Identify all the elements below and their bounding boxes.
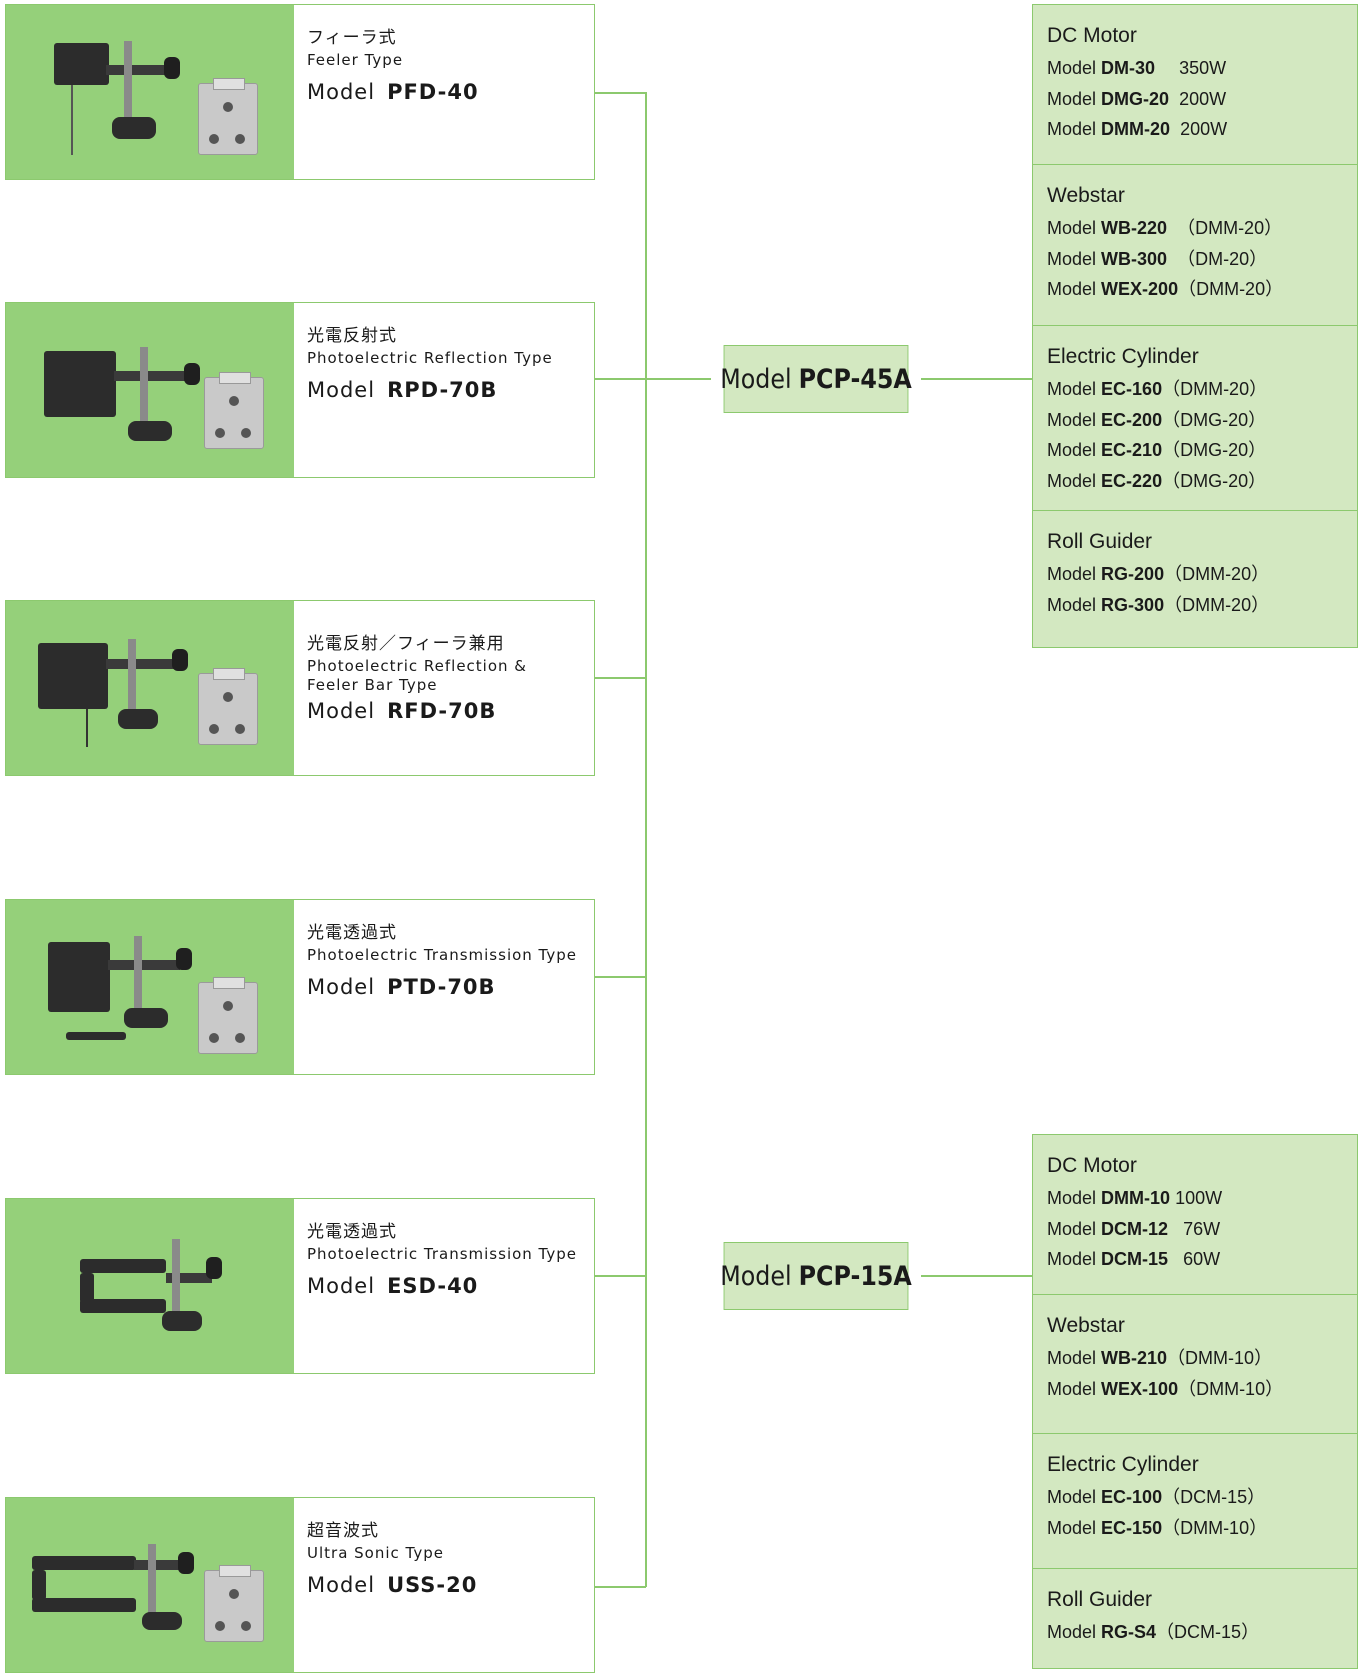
product-photo bbox=[6, 1498, 294, 1672]
accessory-row: Model DCM-12 76W bbox=[1047, 1218, 1221, 1239]
connector-trunk bbox=[645, 92, 647, 1587]
connector-line bbox=[595, 1275, 646, 1277]
sensor-type-en: Photoelectric Transmission Type bbox=[307, 1245, 578, 1263]
sensor-type-jp: 光電反射／フィーラ兼用 bbox=[307, 634, 505, 654]
accessory-row: Model EC-160（DMM-20） bbox=[1047, 379, 1268, 399]
model-code: RPD-70B bbox=[387, 378, 498, 402]
accessory-row: Model DMG-20 200W bbox=[1047, 88, 1227, 109]
connector-line bbox=[921, 1275, 1032, 1277]
group-dc-motor-15a: DC Motor Model DMM-10 100W Model DCM-12 … bbox=[1032, 1134, 1358, 1295]
product-photo bbox=[6, 1199, 294, 1373]
group-title: DC Motor bbox=[1047, 24, 1137, 47]
group-title: Roll Guider bbox=[1047, 1588, 1153, 1611]
model-code: ESD-40 bbox=[387, 1274, 479, 1298]
sensor-type-en: Ultra Sonic Type bbox=[307, 1544, 444, 1562]
group-webstar-45a: Webstar Model WB-220 （DMM-20） Model WB-3… bbox=[1032, 164, 1358, 326]
model-label: Model bbox=[307, 80, 376, 104]
sensor-type-jp: 光電透過式 bbox=[307, 1222, 397, 1242]
model-label: Model bbox=[307, 1274, 376, 1298]
accessory-row: Model RG-300（DMM-20） bbox=[1047, 594, 1270, 615]
accessory-row: Model DMM-20 200W bbox=[1047, 119, 1228, 139]
sensor-panel-rfd-70b: 光電反射／フィーラ兼用 Photoelectric Reflection & F… bbox=[5, 600, 595, 776]
connector-line bbox=[595, 677, 646, 679]
controller-model: PCP-45A bbox=[798, 363, 912, 395]
model-label: Model bbox=[307, 378, 376, 402]
sensor-model: Model PFD-40 bbox=[307, 80, 586, 104]
group-electric-cylinder-15a: Electric Cylinder Model EC-100（DCM-15） M… bbox=[1032, 1433, 1358, 1569]
sensor-panel-pfd-40: フィーラ式 Feeler Type Model PFD-40 bbox=[5, 4, 595, 180]
accessory-row: Model RG-200（DMM-20） bbox=[1047, 564, 1270, 584]
accessory-row: Model EC-150（DMM-10） bbox=[1047, 1517, 1268, 1538]
accessory-row: Model WB-300 （DM-20） bbox=[1047, 248, 1268, 269]
controller-model: PCP-15A bbox=[798, 1260, 912, 1292]
product-photo bbox=[6, 900, 294, 1074]
sensor-panel-ptd-70b: 光電透過式 Photoelectric Transmission Type Mo… bbox=[5, 899, 595, 1075]
accessory-row: Model EC-200（DMG-20） bbox=[1047, 409, 1267, 430]
sensor-model: Model USS-20 bbox=[307, 1573, 586, 1597]
sensor-type-en: Photoelectric Transmission Type bbox=[307, 946, 578, 964]
group-roll-guider-15a: Roll Guider Model RG-S4（DCM-15） bbox=[1032, 1568, 1358, 1669]
model-label: Model bbox=[307, 1573, 376, 1597]
sensor-model: Model RFD-70B bbox=[307, 699, 586, 723]
controller-label: Model bbox=[720, 1260, 792, 1292]
accessory-row: Model EC-100（DCM-15） bbox=[1047, 1487, 1266, 1507]
connector-line bbox=[921, 378, 1032, 380]
group-title: Webstar bbox=[1047, 184, 1125, 207]
model-code: USS-20 bbox=[387, 1573, 478, 1597]
accessory-row: Model WB-220 （DMM-20） bbox=[1047, 218, 1283, 238]
group-title: DC Motor bbox=[1047, 1154, 1137, 1177]
sensor-type-en: Photoelectric Reflection & Feeler Bar Ty… bbox=[307, 657, 527, 694]
connector-line bbox=[595, 92, 646, 94]
accessory-row: Model WEX-100（DMM-10） bbox=[1047, 1378, 1284, 1399]
group-title: Electric Cylinder bbox=[1047, 1453, 1199, 1476]
product-photo bbox=[6, 601, 294, 775]
connector-line bbox=[595, 378, 646, 380]
sensor-type-jp: フィーラ式 bbox=[307, 28, 397, 48]
group-title: Electric Cylinder bbox=[1047, 345, 1199, 368]
controller-label: Model bbox=[720, 363, 792, 395]
model-code: PFD-40 bbox=[387, 80, 479, 104]
sensor-type-en: Feeler Type bbox=[307, 51, 404, 69]
group-electric-cylinder-45a: Electric Cylinder Model EC-160（DMM-20） M… bbox=[1032, 325, 1358, 511]
group-roll-guider-45a: Roll Guider Model RG-200（DMM-20） Model R… bbox=[1032, 510, 1358, 648]
accessory-row: Model EC-220（DMG-20） bbox=[1047, 470, 1267, 491]
accessory-row: Model EC-210（DMG-20） bbox=[1047, 440, 1267, 460]
sensor-type-jp: 光電反射式 bbox=[307, 326, 397, 346]
sensor-panel-esd-40: 光電透過式 Photoelectric Transmission Type Mo… bbox=[5, 1198, 595, 1374]
sensor-model: Model ESD-40 bbox=[307, 1274, 586, 1298]
sensor-panel-uss-20: 超音波式 Ultra Sonic Type Model USS-20 bbox=[5, 1497, 595, 1673]
accessory-row: Model RG-S4（DCM-15） bbox=[1047, 1622, 1260, 1642]
sensor-model: Model PTD-70B bbox=[307, 975, 586, 999]
model-code: RFD-70B bbox=[387, 699, 497, 723]
accessory-row: Model WEX-200（DMM-20） bbox=[1047, 279, 1284, 299]
sensor-panel-rpd-70b: 光電反射式 Photoelectric Reflection Type Mode… bbox=[5, 302, 595, 478]
model-label: Model bbox=[307, 699, 376, 723]
connector-line bbox=[645, 378, 711, 380]
accessory-row: Model DCM-15 60W bbox=[1047, 1249, 1221, 1269]
connector-line bbox=[595, 976, 646, 978]
sensor-type-jp: 超音波式 bbox=[307, 1521, 379, 1541]
group-title: Webstar bbox=[1047, 1314, 1125, 1337]
model-code: PTD-70B bbox=[387, 975, 496, 999]
sensor-model: Model RPD-70B bbox=[307, 378, 586, 402]
sensor-type-en: Photoelectric Reflection Type bbox=[307, 349, 553, 367]
connector-line bbox=[595, 1586, 646, 1588]
product-photo bbox=[6, 5, 294, 179]
model-label: Model bbox=[307, 975, 376, 999]
accessory-row: Model DMM-10 100W bbox=[1047, 1188, 1223, 1208]
group-webstar-15a: Webstar Model WB-210（DMM-10） Model WEX-1… bbox=[1032, 1294, 1358, 1434]
sensor-type-jp: 光電透過式 bbox=[307, 923, 397, 943]
product-photo bbox=[6, 303, 294, 477]
accessory-row: Model WB-210（DMM-10） bbox=[1047, 1348, 1273, 1368]
group-title: Roll Guider bbox=[1047, 530, 1153, 553]
